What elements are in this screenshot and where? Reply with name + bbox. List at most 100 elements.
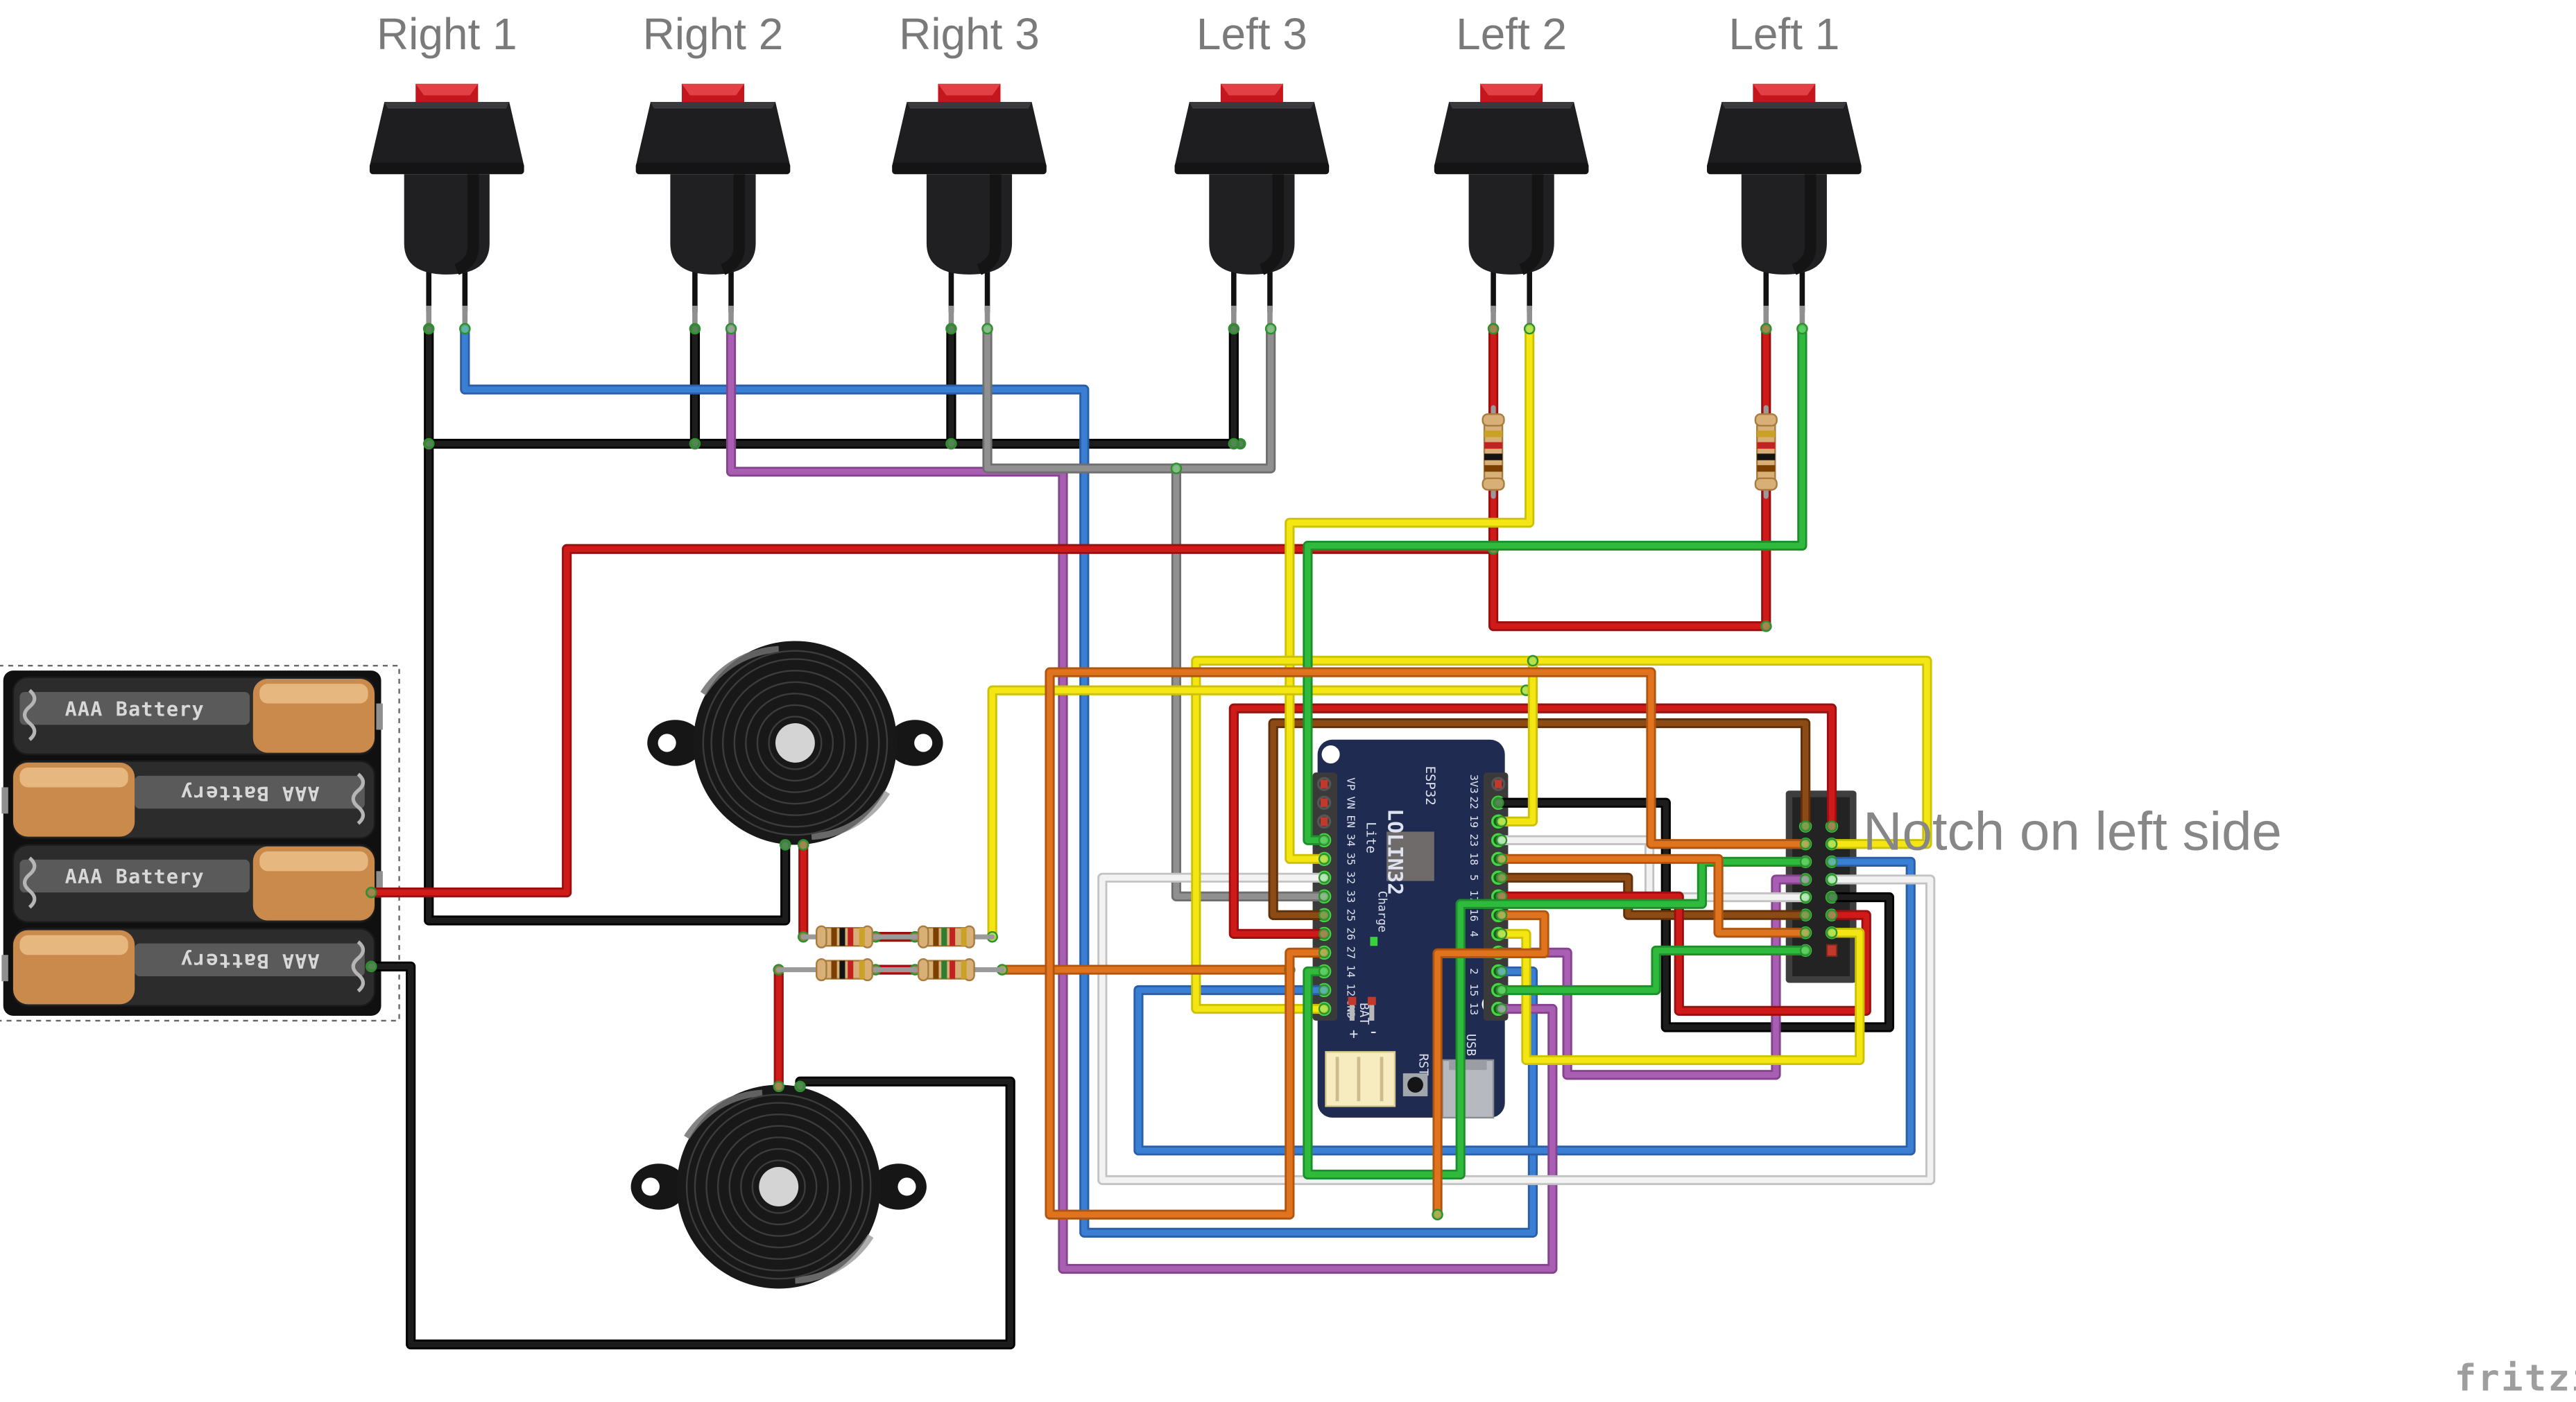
connector-dot xyxy=(1826,891,1838,903)
connector-dot xyxy=(779,839,791,851)
connector-dot xyxy=(1826,909,1838,921)
push-button-left-2[interactable] xyxy=(1434,83,1589,331)
wire-red-25[interactable] xyxy=(773,964,785,1093)
wire-orange-36[interactable] xyxy=(1432,909,1549,1221)
wire-core xyxy=(1270,720,1809,919)
connector-dot xyxy=(1495,853,1508,865)
wire-black-0[interactable] xyxy=(422,322,791,926)
connector-dot xyxy=(1796,322,1808,335)
wire-black-1[interactable] xyxy=(422,438,1246,450)
resistors-layer xyxy=(776,405,1778,982)
wire-yellow-29[interactable] xyxy=(1495,655,1539,828)
resistor[interactable] xyxy=(917,925,975,949)
resistor-vertical[interactable] xyxy=(1482,413,1505,491)
bat-post-pad xyxy=(1348,996,1357,1005)
bezel-base xyxy=(369,162,524,175)
wire-red-21[interactable] xyxy=(1495,890,1871,1016)
push-button-right-1[interactable] xyxy=(369,83,524,331)
bezel-highlight xyxy=(1189,101,1314,109)
resistor[interactable] xyxy=(816,925,873,949)
cell-highlight xyxy=(19,768,128,788)
push-button-left-1[interactable] xyxy=(1706,83,1862,331)
wire-yellow-30[interactable] xyxy=(1495,926,1865,1066)
pin-label-left-25: 25 xyxy=(1344,909,1357,922)
piezo-buzzer[interactable] xyxy=(630,1084,927,1289)
color-band-green xyxy=(941,928,947,946)
silkscreen-text: USB xyxy=(1463,1034,1477,1056)
button-bezel xyxy=(369,101,524,166)
rim-highlight-2 xyxy=(811,790,891,840)
cell-highlight xyxy=(19,935,128,955)
wire-purple-9[interactable] xyxy=(725,322,1558,1274)
pcb-hole-top xyxy=(1321,745,1340,764)
pin-label-left-VN: VN xyxy=(1344,796,1357,809)
connector-dot xyxy=(1495,815,1508,828)
wire-orange-34[interactable] xyxy=(996,964,1296,976)
piezo-buzzer[interactable] xyxy=(647,641,943,845)
coil-ring xyxy=(728,1136,829,1237)
connector-dot xyxy=(1826,838,1838,850)
wire-green-32[interactable] xyxy=(1303,856,1812,1180)
wire-orange-37[interactable] xyxy=(1495,853,1812,939)
aaa-battery-cell[interactable]: AAA Battery xyxy=(1,928,376,1007)
wire-yellow-26[interactable] xyxy=(1285,322,1536,865)
push-button-right-2[interactable] xyxy=(635,83,791,331)
wire-green-31[interactable] xyxy=(1303,322,1808,847)
wire-yellow-27[interactable] xyxy=(1191,655,1932,1015)
button-cap-top xyxy=(681,83,744,96)
resistor[interactable] xyxy=(917,958,975,982)
aaa-battery-cell[interactable]: AAA Battery xyxy=(12,676,383,756)
reset-button-cap[interactable] xyxy=(1407,1077,1423,1093)
connector-dot xyxy=(981,322,993,335)
wire-blue-8[interactable] xyxy=(1133,856,1916,1156)
spring-contact xyxy=(351,940,366,993)
coil-ring xyxy=(751,1159,806,1214)
button-leg xyxy=(462,259,468,313)
buzzer-center xyxy=(775,723,815,763)
wire-white-14[interactable] xyxy=(1495,834,1812,903)
terminal-tab xyxy=(1,787,8,814)
aaa-battery-cell[interactable]: AAA Battery xyxy=(1,760,376,840)
unconnected-marker xyxy=(1320,779,1328,788)
resistor-vertical[interactable] xyxy=(1754,413,1778,491)
wire-black-5[interactable] xyxy=(366,960,1015,1350)
button-title: Left 2 xyxy=(1456,9,1567,59)
wire-red-20[interactable] xyxy=(1228,703,1838,940)
wire-brown-15[interactable] xyxy=(1268,718,1812,921)
resistor[interactable] xyxy=(816,958,873,982)
wire-gray-11[interactable] xyxy=(981,322,1277,474)
wire-orange-35[interactable] xyxy=(1045,667,1812,1220)
connector-dot xyxy=(1826,856,1838,868)
wire-red-22[interactable] xyxy=(797,839,809,943)
pin-label-left-35: 35 xyxy=(1344,853,1357,866)
connector-dot xyxy=(1495,872,1508,884)
connector-dot xyxy=(1318,909,1330,921)
buzzer-center xyxy=(759,1167,799,1206)
wire-blue-7[interactable] xyxy=(459,322,1538,1238)
bezel-highlight xyxy=(907,101,1032,109)
button-leg-tip xyxy=(426,305,432,331)
mount-hole-right xyxy=(914,734,933,752)
button-leg-tip xyxy=(1763,305,1769,331)
resistor-cap xyxy=(1754,413,1778,427)
color-band-red xyxy=(1757,442,1776,449)
connector-dot xyxy=(1799,909,1812,921)
push-button-left-3[interactable] xyxy=(1174,83,1330,331)
lolin32-lite-board[interactable]: VPVNEN343532332526271412GND3V32219231851… xyxy=(1312,739,1509,1119)
notch-annotation: Notch on left side xyxy=(1863,800,2282,861)
color-band-gold xyxy=(859,960,865,979)
button-title: Right 1 xyxy=(377,9,517,59)
wire-black-4[interactable] xyxy=(1228,322,1240,450)
wire-white-13[interactable] xyxy=(1097,872,1936,1186)
wire-core xyxy=(1230,705,1835,937)
aaa-battery-cell[interactable]: AAA Battery xyxy=(12,844,383,924)
wire-green-33[interactable] xyxy=(1495,944,1812,996)
connector-dot xyxy=(794,1080,806,1093)
resistor-cap xyxy=(816,925,827,949)
silkscreen-text: LOLIN32 xyxy=(1383,808,1407,895)
cell-label-band xyxy=(19,691,250,725)
mount-hole-left xyxy=(658,734,676,752)
push-button-right-3[interactable] xyxy=(892,83,1047,331)
